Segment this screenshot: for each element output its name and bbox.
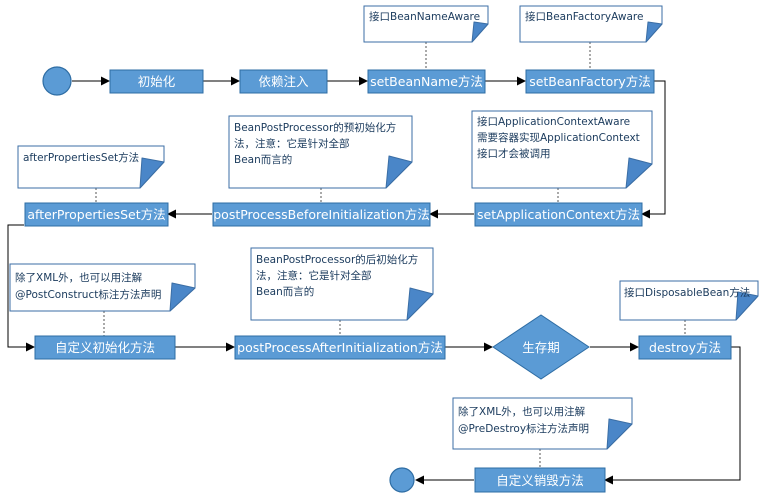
note-after-props-text: afterPropertiesSet方法 <box>23 151 139 164</box>
start-node <box>42 66 72 96</box>
process-set-app-ctx-label: setApplicationContext方法 <box>477 207 640 222</box>
process-after-properties-set: afterPropertiesSet方法 <box>24 202 169 227</box>
process-dependency-injection: 依赖注入 <box>239 69 328 94</box>
flow-arrows <box>7 76 741 485</box>
process-custom-init: 自定义初始化方法 <box>34 335 176 360</box>
note-disposable-text: 接口DisposableBean方法 <box>624 286 750 299</box>
process-destroy: destroy方法 <box>638 335 732 360</box>
process-set-bean-factory-label: setBeanFactory方法 <box>529 74 651 89</box>
note-pre-init-text: BeanPostProcessor的预初始化方 法，注意：它是针对全部 Bean… <box>234 121 400 166</box>
note-pre-init: BeanPostProcessor的预初始化方 法，注意：它是针对全部 Bean… <box>228 115 413 189</box>
process-post-process-before-init: postProcessBeforeInitialization方法 <box>212 202 431 227</box>
process-post-before-label: postProcessBeforeInitialization方法 <box>213 207 430 222</box>
note-after-properties-set: afterPropertiesSet方法 <box>17 145 165 189</box>
process-init: 初始化 <box>109 69 204 94</box>
process-set-application-context: setApplicationContext方法 <box>474 202 643 227</box>
note-bean-name-aware: 接口BeanNameAware <box>363 5 489 43</box>
note-xml-destroy: 除了XML外，也可以用注解 @PreDestroy标注方法声明 <box>452 397 633 450</box>
arrow-afterprops-to-custominit <box>7 224 35 352</box>
end-node <box>389 467 415 493</box>
arrow-destroy-to-customdestroy <box>604 346 741 485</box>
note-xml-init-text: 除了XML外，也可以用注解 @PostConstruct标注方法声明 <box>15 271 161 301</box>
note-bean-factory-aware: 接口BeanFactoryAware <box>519 5 663 43</box>
arrow-setbeanfactory-to-setappctx <box>641 80 666 219</box>
note-post-init-text: BeanPostProcessor的后初始化方 法，注意：它是针对全部 Bean… <box>256 253 422 298</box>
note-bean-name-aware-text: 接口BeanNameAware <box>369 10 480 23</box>
decision-lifecycle-label: 生存期 <box>522 340 560 355</box>
note-connectors <box>95 42 686 469</box>
note-xml-destroy-text: 除了XML外，也可以用注解 @PreDestroy标注方法声明 <box>458 405 589 435</box>
process-custom-init-label: 自定义初始化方法 <box>55 340 155 355</box>
process-post-process-after-init: postProcessAfterInitialization方法 <box>234 335 446 360</box>
process-set-bean-factory: setBeanFactory方法 <box>525 69 655 94</box>
note-app-ctx-aware-text: 接口ApplicationContextAware 需要容器实现Applicat… <box>477 115 643 160</box>
process-custom-destroy-label: 自定义销毁方法 <box>496 473 584 488</box>
decision-lifecycle: 生存期 <box>492 314 590 380</box>
note-post-init: BeanPostProcessor的后初始化方 法，注意：它是针对全部 Bean… <box>250 247 434 321</box>
process-init-label: 初始化 <box>138 74 176 89</box>
note-application-context-aware: 接口ApplicationContextAware 需要容器实现Applicat… <box>471 110 653 189</box>
process-after-props-label: afterPropertiesSet方法 <box>27 207 165 222</box>
process-set-bean-name: setBeanName方法 <box>367 69 486 94</box>
process-destroy-label: destroy方法 <box>649 340 721 355</box>
process-post-after-label: postProcessAfterInitialization方法 <box>237 340 443 355</box>
process-custom-destroy: 自定义销毁方法 <box>474 467 606 493</box>
process-set-bean-name-label: setBeanName方法 <box>370 74 483 89</box>
note-disposable-bean: 接口DisposableBean方法 <box>619 280 759 321</box>
note-xml-init: 除了XML外，也可以用注解 @PostConstruct标注方法声明 <box>9 263 196 312</box>
note-bean-factory-aware-text: 接口BeanFactoryAware <box>525 10 643 23</box>
process-di-label: 依赖注入 <box>258 74 309 89</box>
